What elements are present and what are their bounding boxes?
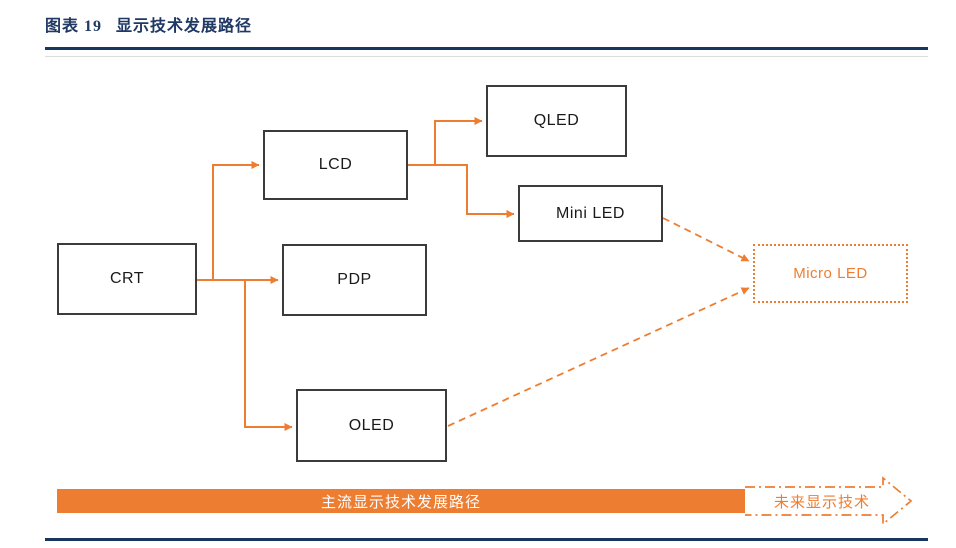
mainstream-timeline-bar: 主流显示技术发展路径 (57, 489, 745, 513)
figure-caption: 图表 19 显示技术发展路径 (45, 12, 252, 36)
figure-title: 显示技术发展路径 (116, 18, 253, 35)
node-pdp: PDP (282, 244, 427, 316)
connector-oled-micro (447, 287, 750, 427)
figure-number: 图表 19 (45, 18, 103, 35)
node-qled: QLED (486, 85, 627, 157)
future-timeline-label: 未来显示技术 (773, 493, 870, 511)
header-rule-light (45, 56, 928, 57)
node-crt: CRT (57, 243, 197, 315)
node-micro-led: Micro LED (753, 244, 908, 303)
footer-rule (45, 538, 928, 541)
connector-mini-micro (662, 217, 750, 262)
node-lcd: LCD (263, 130, 408, 200)
mainstream-timeline-label: 主流显示技术发展路径 (320, 493, 481, 511)
node-mini-led: Mini LED (518, 185, 663, 242)
connector-crt-lcd (212, 161, 260, 280)
connector-lcd-qled (434, 117, 483, 165)
node-oled: OLED (296, 389, 447, 462)
connector-lcd-mini (408, 164, 515, 218)
header-rule (45, 47, 928, 50)
